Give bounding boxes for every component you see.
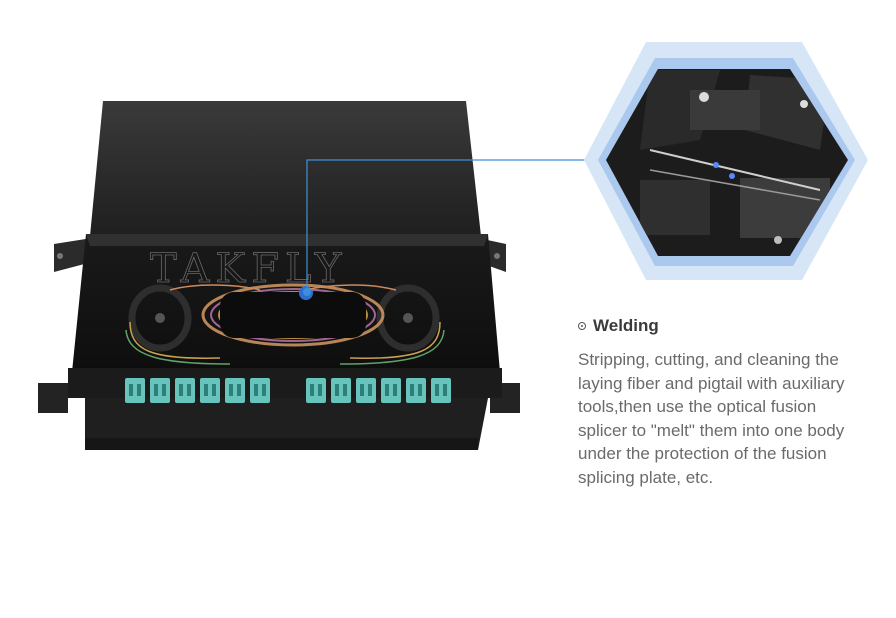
routing-spools <box>128 284 440 352</box>
lc-adapter <box>250 378 270 403</box>
callout-leader-line <box>303 159 608 296</box>
welding-detail-hexagon <box>584 42 868 280</box>
lc-adapter-port <box>154 384 158 396</box>
feature-heading: Welding <box>578 316 659 336</box>
description-line: tools,then use the optical fusion <box>578 397 817 416</box>
description-line: Stripping, cutting, and cleaning the <box>578 350 839 369</box>
lc-adapter-port <box>254 384 258 396</box>
lc-adapter-port <box>435 384 439 396</box>
pigtail-fibers <box>125 284 445 365</box>
lc-adapter-port <box>360 384 364 396</box>
lc-adapter <box>225 378 245 403</box>
lc-adapter <box>431 378 451 403</box>
lc-adapter-port <box>335 384 339 396</box>
lc-adapter-port <box>385 384 389 396</box>
lc-adapter-port <box>393 384 397 396</box>
lc-adapter <box>356 378 376 403</box>
description-line: splicing plate, etc. <box>578 467 714 487</box>
lc-adapter-port <box>137 384 141 396</box>
description-line: under the protection of the fusion <box>578 444 827 463</box>
lc-adapter-port <box>229 384 233 396</box>
lc-adapter-port <box>204 384 208 396</box>
lc-adapter-port <box>237 384 241 396</box>
lc-adapter-port <box>368 384 372 396</box>
lc-adapter-port <box>410 384 414 396</box>
lc-adapter <box>406 378 426 403</box>
lc-adapter-port <box>318 384 322 396</box>
lc-adapter-port <box>129 384 133 396</box>
lc-adapter <box>150 378 170 403</box>
rack-ear-left <box>38 238 92 413</box>
feature-description: Stripping, cutting, and cleaning the lay… <box>578 348 888 489</box>
lc-adapter <box>306 378 326 403</box>
lc-adapter-port <box>212 384 216 396</box>
lc-adapter-port <box>187 384 191 396</box>
circle-dot-icon <box>578 322 586 330</box>
feature-heading-text: Welding <box>593 316 659 335</box>
lc-adapter-port <box>262 384 266 396</box>
brand-watermark: TAKFLY <box>150 246 347 292</box>
lc-adapter <box>331 378 351 403</box>
lc-adapter-port <box>443 384 447 396</box>
lc-adapter-port <box>418 384 422 396</box>
lc-adapter-port <box>162 384 166 396</box>
lc-adapter <box>200 378 220 403</box>
enclosure-lid <box>90 101 481 236</box>
lc-adapter <box>125 378 145 403</box>
description-line: splicer to "melt" them into one body <box>578 420 845 440</box>
fusion-splice-tray <box>201 283 385 347</box>
lc-adapter-port <box>179 384 183 396</box>
lc-adapter-port <box>310 384 314 396</box>
lc-adapter-row <box>125 378 451 403</box>
lc-adapter-port <box>343 384 347 396</box>
lc-adapter <box>381 378 401 403</box>
description-line: laying fiber and pigtail with auxiliary <box>578 373 845 393</box>
lc-adapter <box>175 378 195 403</box>
